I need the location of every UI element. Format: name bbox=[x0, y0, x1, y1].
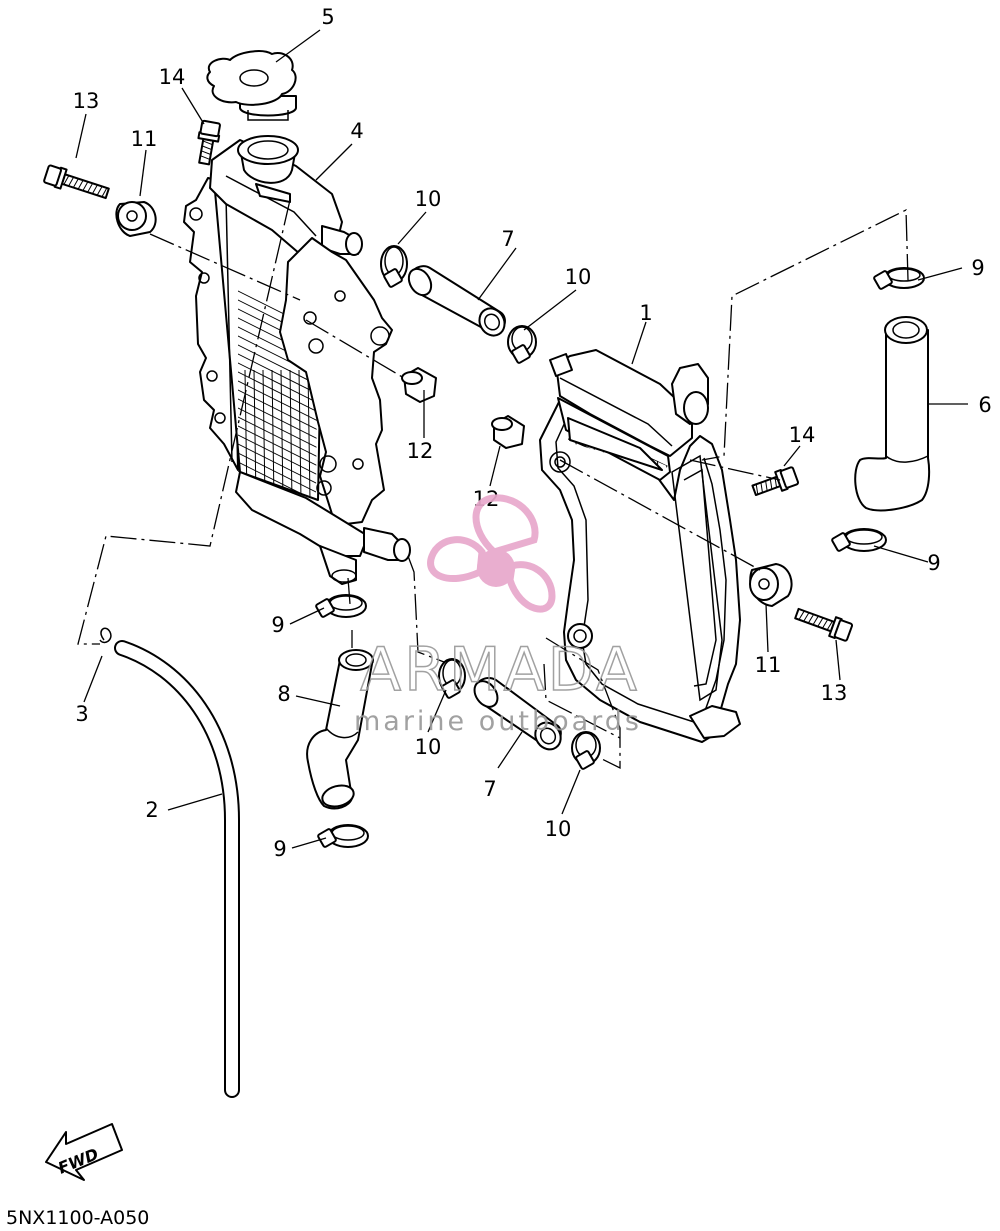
bolt-13-left bbox=[43, 164, 110, 200]
diagram-code: 5NX1100-A050 bbox=[6, 1207, 149, 1229]
grommet-11-right bbox=[749, 563, 793, 607]
dashed-alignment-lines bbox=[77, 199, 909, 770]
callout-10-c: 10 bbox=[415, 735, 442, 759]
clip-3 bbox=[99, 627, 112, 644]
watermark-title: ARMADA bbox=[360, 635, 640, 705]
callout-10-a: 10 bbox=[415, 187, 442, 211]
clamp-10-b bbox=[507, 325, 537, 364]
callout-3: 3 bbox=[75, 702, 88, 726]
fwd-arrow-icon: FWD bbox=[45, 1123, 123, 1181]
bolts bbox=[43, 119, 854, 642]
callouts: 1 2 3 4 5 6 7 7 8 9 9 9 9 10 10 10 10 11… bbox=[73, 5, 992, 861]
callout-5: 5 bbox=[321, 5, 334, 29]
bolt-14-left bbox=[197, 119, 221, 166]
clamp-9-left-upper bbox=[315, 594, 367, 618]
bolt-13-right bbox=[794, 607, 854, 642]
hose-7-lower bbox=[473, 676, 562, 751]
callout-13-left: 13 bbox=[73, 89, 100, 113]
left-radiator bbox=[183, 135, 411, 585]
callout-7-upper: 7 bbox=[501, 227, 514, 251]
callout-1: 1 bbox=[639, 301, 652, 325]
hose-6 bbox=[854, 316, 931, 512]
clamp-9-left-lower bbox=[317, 824, 369, 848]
callout-14-left: 14 bbox=[159, 65, 186, 89]
clamp-10-a bbox=[380, 245, 408, 288]
callout-10-d: 10 bbox=[545, 817, 572, 841]
callout-13-right: 13 bbox=[821, 681, 848, 705]
callout-9-upper-right: 9 bbox=[971, 256, 984, 280]
clamp-9-lower-right bbox=[831, 528, 887, 552]
callout-6: 6 bbox=[978, 393, 991, 417]
callout-4: 4 bbox=[350, 119, 363, 143]
collar-12-left bbox=[401, 367, 437, 403]
hose-clamps bbox=[315, 245, 925, 848]
callout-7-lower: 7 bbox=[483, 777, 496, 801]
callout-12-left: 12 bbox=[407, 439, 434, 463]
callout-9-lower-right: 9 bbox=[927, 551, 940, 575]
bolt-14-right bbox=[751, 466, 800, 497]
breather-hose-2 bbox=[114, 640, 240, 1098]
callout-14-right: 14 bbox=[789, 423, 816, 447]
clamp-10-d bbox=[571, 731, 601, 770]
leader-lines bbox=[75, 29, 968, 849]
watermark-subtitle: marine outboards bbox=[354, 706, 642, 737]
clamp-10-c bbox=[438, 658, 466, 699]
callout-10-b: 10 bbox=[565, 265, 592, 289]
propeller-logo-icon bbox=[427, 494, 556, 613]
collar-12-right bbox=[491, 415, 525, 449]
callout-2: 2 bbox=[145, 798, 158, 822]
callout-9-left-upper: 9 bbox=[271, 613, 284, 637]
radiator-cap bbox=[206, 50, 297, 121]
hose-8 bbox=[306, 649, 374, 810]
callout-9-left-lower: 9 bbox=[273, 837, 286, 861]
hose-7-upper bbox=[407, 265, 506, 337]
clamp-9-upper-right bbox=[873, 267, 925, 290]
right-radiator bbox=[539, 349, 741, 743]
callout-11-right: 11 bbox=[755, 653, 782, 677]
callout-8: 8 bbox=[277, 682, 290, 706]
armada-watermark: ARMADA marine outboards bbox=[354, 494, 642, 737]
grommet-11-left bbox=[115, 201, 157, 237]
callout-11-left: 11 bbox=[131, 127, 158, 151]
